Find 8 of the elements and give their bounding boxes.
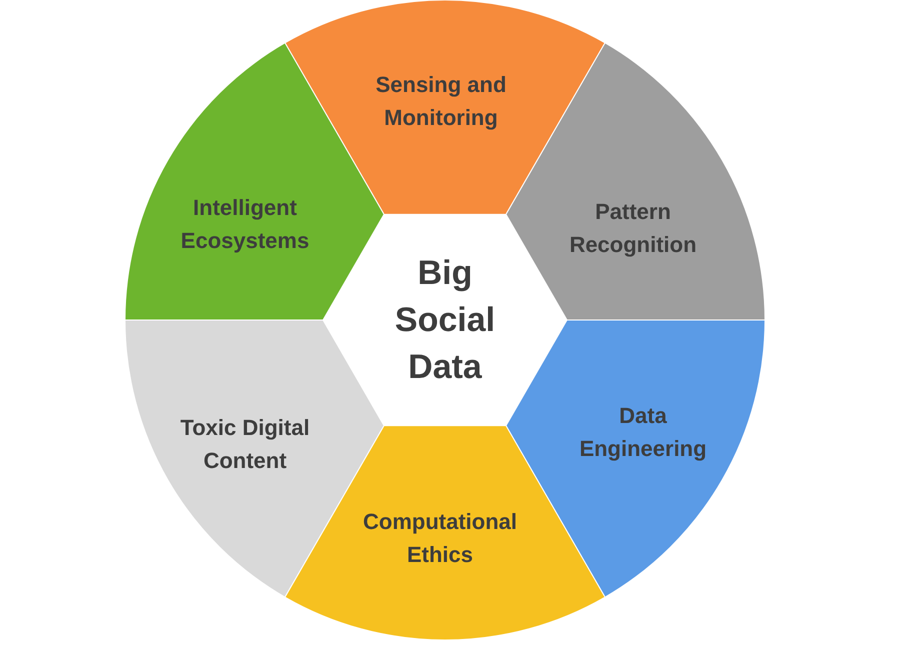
segment-label: Intelligent Ecosystems [180,194,310,255]
center-title: Big Social Data [394,252,496,388]
segment-label: Pattern Recognition [568,198,698,259]
segment-label: Toxic Digital Content [179,414,311,475]
ring-segment [506,42,765,320]
segment-label: Sensing and Monitoring [374,71,508,132]
segment-label: Data Engineering [578,402,708,463]
segment-label: Computational Ethics [362,508,518,569]
